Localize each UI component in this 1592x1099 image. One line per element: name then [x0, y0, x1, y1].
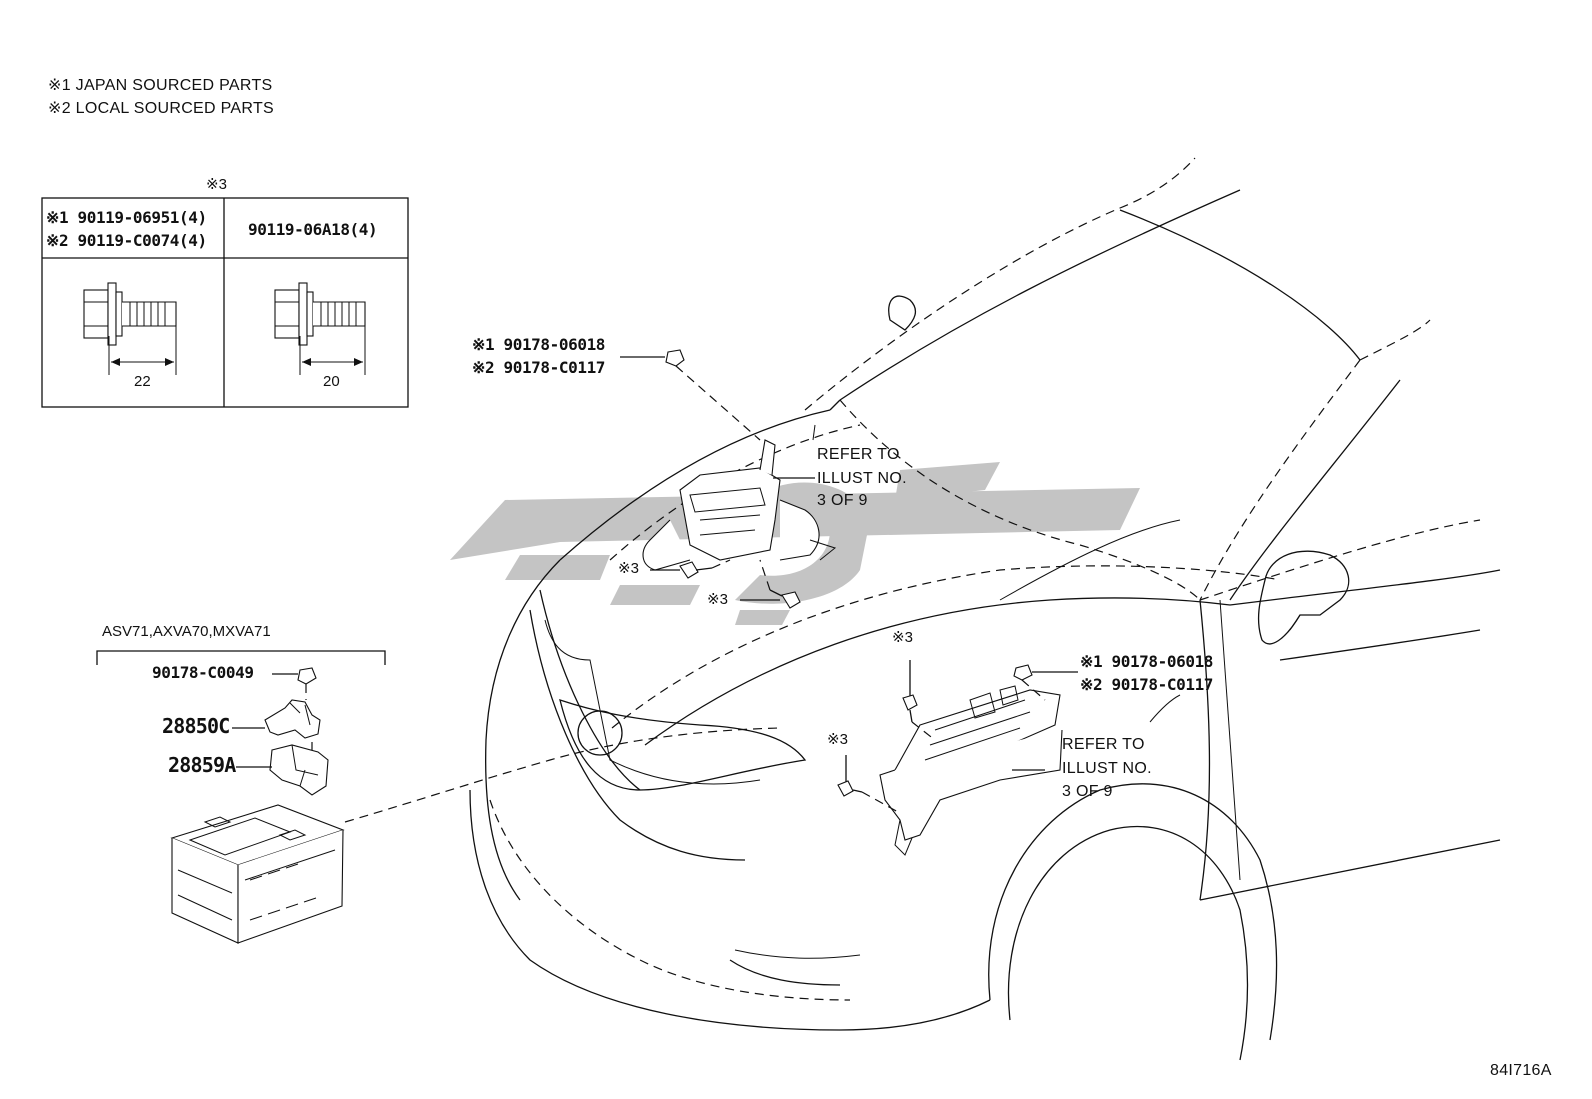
- illustration-id: 84I716A: [1490, 1062, 1552, 1079]
- lower-bolt-left-icon: [837, 780, 863, 797]
- upper-bolt-a-icon: [679, 561, 713, 579]
- upper-nut-icon: [665, 349, 685, 367]
- dimension-20: 20: [323, 373, 340, 390]
- lower-nut-part-local: ※2 90178-C0117: [1080, 675, 1214, 694]
- lower-bolt-left-marker: ※3: [827, 731, 848, 748]
- upper-bolt-a-marker: ※3: [618, 560, 639, 577]
- lower-refer-line2: ILLUST NO.: [1062, 760, 1152, 777]
- lower-fuse-box: [879, 685, 1063, 856]
- note-local-sourced: ※2 LOCAL SOURCED PARTS: [48, 100, 274, 117]
- battery-nut-part: 90178-C0049: [152, 663, 254, 682]
- vehicle-outline: [469, 157, 1501, 1061]
- bolt-icon-20mm: [274, 282, 366, 375]
- model-bracket: [96, 650, 386, 665]
- bolt-part-japan: ※1 90119-06951(4): [46, 208, 207, 227]
- lower-bolt-top-icon: [902, 694, 918, 723]
- battery-clamp-28850c: [264, 699, 321, 739]
- upper-refer-line3: 3 OF 9: [817, 492, 868, 509]
- battery-holder-28859a: [269, 744, 329, 796]
- upper-control-module: [642, 439, 837, 571]
- bolt-table: [41, 197, 409, 408]
- dimension-22: 22: [134, 373, 151, 390]
- upper-refer-line2: ILLUST NO.: [817, 470, 907, 487]
- note-japan-sourced: ※1 JAPAN SOURCED PARTS: [48, 77, 273, 94]
- upper-refer-line1: REFER TO: [817, 446, 900, 463]
- bolt-table-marker: ※3: [206, 176, 227, 193]
- upper-nut-part-local: ※2 90178-C0117: [472, 358, 606, 377]
- battery-nut-icon: [297, 667, 317, 685]
- lower-refer-line3: 3 OF 9: [1062, 783, 1113, 800]
- bolt-part-right: 90119-06A18(4): [248, 220, 378, 239]
- bolt-part-local: ※2 90119-C0074(4): [46, 231, 207, 250]
- lower-nut-icon: [1013, 664, 1033, 681]
- model-codes: ASV71,AXVA70,MXVA71: [102, 623, 271, 640]
- battery-clamp-part: 28850C: [162, 714, 230, 738]
- battery-holder-part: 28859A: [168, 753, 236, 777]
- lower-bolt-top-marker: ※3: [892, 629, 913, 646]
- lower-refer-line1: REFER TO: [1062, 736, 1145, 753]
- upper-bolt-b-marker: ※3: [707, 591, 728, 608]
- upper-bolt-b-icon: [769, 589, 801, 609]
- lower-nut-part-japan: ※1 90178-06018: [1080, 652, 1214, 671]
- battery-icon: [170, 804, 345, 944]
- upper-nut-part-japan: ※1 90178-06018: [472, 335, 606, 354]
- bolt-icon-22mm: [83, 282, 177, 375]
